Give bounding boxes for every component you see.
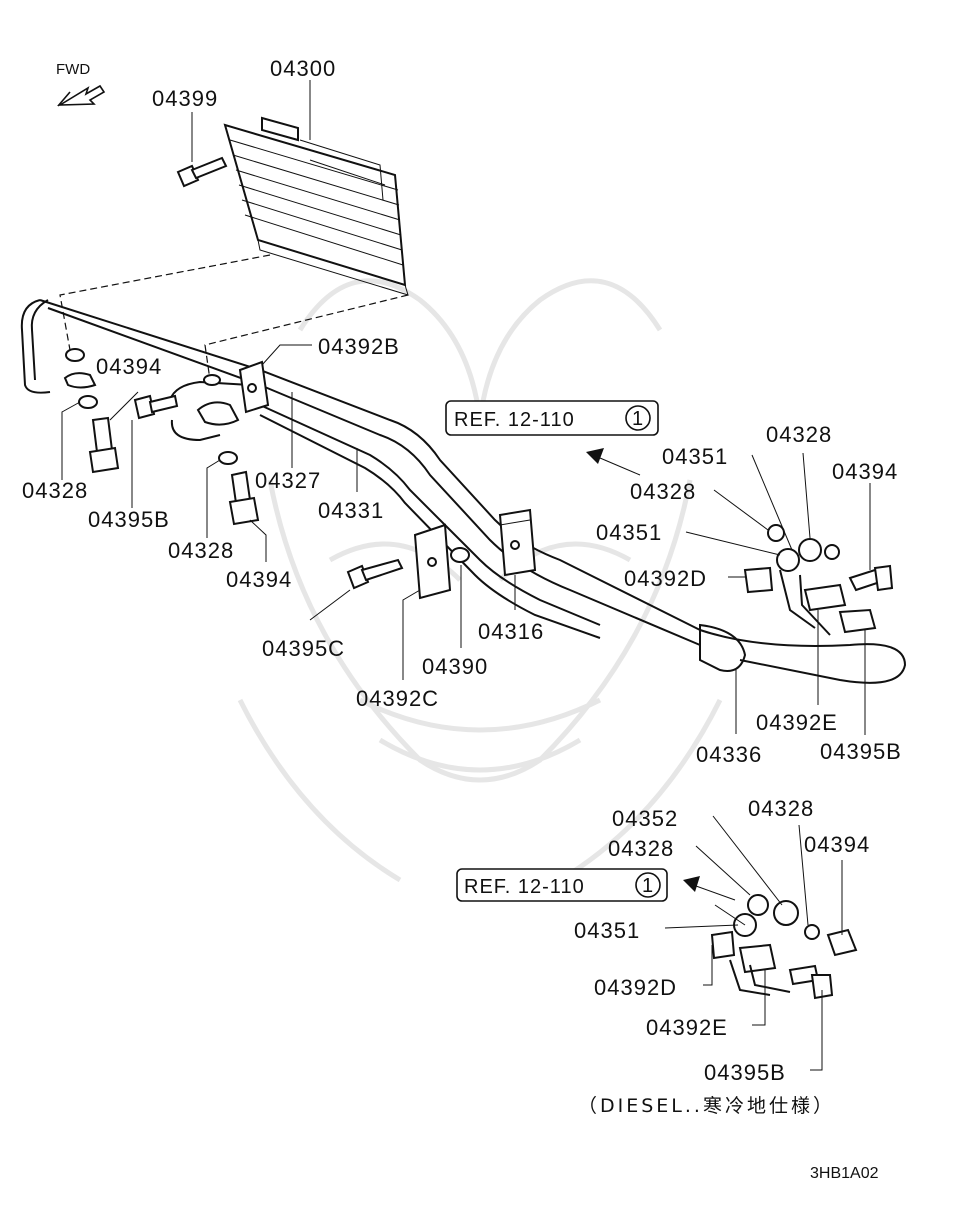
label-04328-upper-mid[interactable]: 04328	[630, 479, 696, 504]
label-04392e-lower[interactable]: 04392E	[646, 1015, 728, 1040]
label-04328-left[interactable]: 04328	[22, 478, 88, 503]
label-04300[interactable]: 04300	[270, 56, 336, 81]
label-04328-upper-right[interactable]: 04328	[766, 422, 832, 447]
ref-box-upper[interactable]: REF. 12-110 1	[445, 400, 659, 436]
label-04352[interactable]: 04352	[612, 806, 678, 831]
label-04394-mid[interactable]: 04394	[226, 567, 292, 592]
ref-circled-lower: 1	[642, 875, 654, 897]
bolt-04395c	[346, 558, 404, 590]
label-04331[interactable]: 04331	[318, 498, 384, 523]
label-04328-mid[interactable]: 04328	[168, 538, 234, 563]
oil-cooler-pipes	[20, 299, 907, 684]
bracket-04392b	[238, 360, 270, 414]
label-04392e-upper[interactable]: 04392E	[756, 710, 838, 735]
ref-text-upper: REF. 12-110	[454, 409, 575, 431]
grommet-04390	[450, 547, 470, 563]
diesel-fittings	[710, 894, 858, 1000]
watermark-emblem	[237, 278, 723, 883]
diagram-code: 3HB1A02	[810, 1165, 879, 1182]
label-04395c[interactable]: 04395C	[262, 636, 345, 661]
left-fittings	[63, 348, 260, 526]
label-04351-lower[interactable]: 04351	[574, 918, 640, 943]
ref-circled-upper: 1	[632, 408, 644, 430]
label-04336[interactable]: 04336	[696, 742, 762, 767]
label-04392c[interactable]: 04392C	[356, 686, 439, 711]
label-04351-upper[interactable]: 04351	[662, 444, 728, 469]
bolt-04399	[176, 156, 228, 188]
label-04328-lower-right[interactable]: 04328	[748, 796, 814, 821]
fwd-label: FWD	[56, 61, 90, 78]
oil-cooler	[223, 116, 409, 296]
label-04399[interactable]: 04399	[152, 86, 218, 111]
clip-04316	[498, 508, 537, 577]
plate-04392c	[413, 523, 452, 600]
ref-arrow-lower-icon	[683, 876, 736, 901]
label-04394-lower[interactable]: 04394	[804, 832, 870, 857]
label-04394-upper-right[interactable]: 04394	[832, 459, 898, 484]
label-04316[interactable]: 04316	[478, 619, 544, 644]
part-labels: 04300 04399 04392B 04394 04328 04395B 04…	[22, 56, 902, 1085]
label-04395b-lower[interactable]: 04395B	[704, 1060, 786, 1085]
diesel-note: （DIESEL..寒冷地仕様）	[578, 1095, 835, 1117]
right-fittings	[743, 524, 894, 636]
label-04392b[interactable]: 04392B	[318, 334, 400, 359]
leader-lines	[61, 80, 871, 1071]
label-04328-lower-mid[interactable]: 04328	[608, 836, 674, 861]
label-04395b-upper-right[interactable]: 04395B	[820, 739, 902, 764]
label-04390[interactable]: 04390	[422, 654, 488, 679]
ref-box-lower[interactable]: REF. 12-110 1	[456, 868, 668, 902]
ref-text-lower: REF. 12-110	[464, 876, 585, 898]
ref-arrow-upper-icon	[586, 448, 641, 476]
label-04327[interactable]: 04327	[255, 468, 321, 493]
label-04392d-upper[interactable]: 04392D	[624, 566, 707, 591]
label-04394-left[interactable]: 04394	[96, 354, 162, 379]
fwd-arrow-icon	[56, 84, 106, 107]
label-04392d-lower[interactable]: 04392D	[594, 975, 677, 1000]
label-04351-mid[interactable]: 04351	[596, 520, 662, 545]
label-04395b-left[interactable]: 04395B	[88, 507, 170, 532]
